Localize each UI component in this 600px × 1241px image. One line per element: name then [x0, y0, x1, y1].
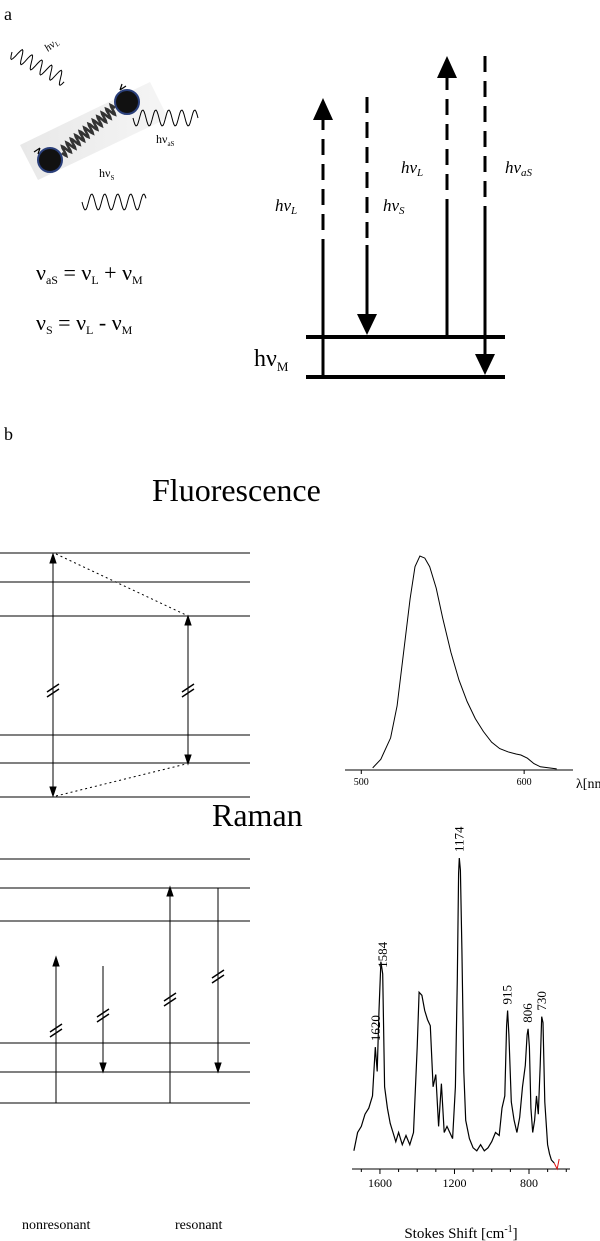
raman-peak-label: 1620	[368, 1015, 383, 1041]
resonant-up-head	[166, 885, 174, 897]
raman-peak-label: 1584	[375, 941, 390, 968]
raman-tick-label: 1200	[442, 1176, 466, 1190]
axis-break-1a	[46, 683, 60, 693]
panel-b-label: b	[4, 424, 13, 444]
equations: νaS = νL + νM νS = νL - νM	[36, 260, 143, 337]
raman-curve-tail	[553, 1158, 560, 1171]
photon-as-label: hνaS	[156, 132, 175, 148]
relaxation-upper	[55, 553, 187, 616]
raman-x-label: Stokes Shift [cm-1]	[404, 1224, 517, 1241]
arrow-label-laser-2: hνL	[401, 158, 423, 179]
emission-head-down	[184, 754, 192, 766]
photon-in-label: hνL	[42, 36, 61, 55]
arrow-label-laser-1: hνL	[275, 196, 297, 217]
motion-arrow-right	[119, 83, 127, 91]
raman-spectrum-curve	[353, 857, 555, 1164]
equation-stokes: νS = νL - νM	[36, 310, 133, 337]
energy-arrow-labels: hνL hνS hνL hνaS	[275, 158, 533, 217]
absorption-head-up	[49, 552, 57, 564]
antistokes-photon-wave	[132, 109, 199, 127]
axis-break-1b	[46, 688, 60, 698]
raman-title: Raman	[212, 797, 303, 833]
raman-peak-label: 1174	[451, 826, 466, 852]
fluorescence-spectrum-chart: 500 600 λ[nm]	[345, 555, 600, 792]
arrow-stokes-head	[357, 314, 377, 335]
fluorescence-emission-curve	[372, 555, 557, 770]
raman-peak-label: 806	[520, 1003, 535, 1023]
fluorescence-x-label: λ[nm]	[576, 777, 600, 792]
legend-resonant: resonant	[175, 1218, 223, 1233]
fluorescence-tick-label: 600	[517, 777, 532, 788]
panel-a-label: a	[4, 4, 12, 24]
axis-break-2b	[181, 688, 195, 698]
arrow-label-stokes: hνS	[383, 196, 405, 217]
fluorescence-title: Fluorescence	[152, 472, 321, 508]
resonant-down-head	[214, 1062, 222, 1074]
raman-tick-label: 800	[520, 1176, 538, 1190]
raman-peak-label: 730	[534, 991, 549, 1011]
arrow-laser-1-head	[313, 98, 333, 120]
spring-bond	[60, 102, 117, 159]
raman-tick-label: 1600	[368, 1176, 392, 1190]
absorption-head-down	[49, 786, 57, 798]
arrow-laser-2-head	[437, 56, 457, 78]
atom-right	[114, 89, 140, 115]
stokes-photon-wave	[81, 193, 147, 211]
raman-level-diagram	[0, 858, 250, 1104]
nonresonant-up-head	[52, 955, 60, 967]
arrow-label-antistokes: hνaS	[505, 158, 533, 179]
emission-head-up	[184, 614, 192, 626]
arrow-antistokes-head	[475, 354, 495, 375]
legend-nonresonant: nonresonant	[22, 1218, 91, 1233]
fluorescence-tick-label: 500	[354, 777, 369, 788]
energy-level-diagram	[306, 56, 505, 379]
axis-break-2a	[181, 683, 195, 693]
raman-peak-label: 915	[500, 985, 515, 1005]
fluorescence-level-diagram	[0, 552, 250, 798]
molecule-illustration: hνL hνaS hνS	[10, 36, 199, 211]
motion-arrow-left	[33, 147, 41, 155]
incident-photon-wave	[10, 48, 65, 86]
level-label-hvm: hνM	[254, 346, 289, 374]
photon-s-label: hνS	[99, 166, 114, 182]
nonresonant-down-head	[99, 1062, 107, 1074]
equation-antistokes: νaS = νL + νM	[36, 260, 143, 287]
relaxation-lower	[55, 763, 187, 797]
atom-left	[37, 147, 63, 173]
